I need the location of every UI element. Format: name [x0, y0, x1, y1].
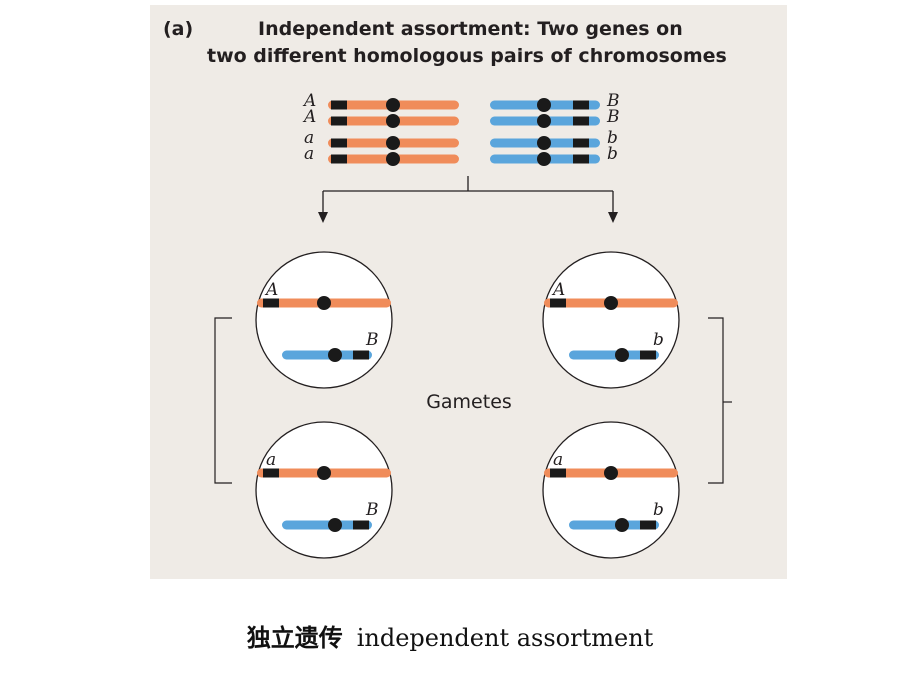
gamete-1-orange-chromosome [257, 296, 391, 310]
arrow-left-head [318, 212, 328, 223]
bracket-right [708, 317, 724, 484]
gamete-1-blue-chromosome [282, 348, 372, 362]
gamete-2-blue-chromosome-arm [282, 520, 372, 530]
gamete-4-orange-allele: a [553, 450, 563, 470]
blue-chromosome-3-centromere [537, 136, 551, 150]
parent-allele-right-3: b [607, 128, 618, 148]
parent-allele-right-1: B [606, 91, 620, 111]
gamete-2-blue-chromosome-centromere [328, 518, 342, 532]
caption: 独立遗传 independent assortment [0, 618, 900, 653]
orange-chromosome-1 [328, 98, 459, 112]
blue-chromosome-1-gene-band [573, 100, 589, 110]
gamete-3-orange-chromosome-centromere [604, 296, 618, 310]
parent-allele-left-3: a [304, 128, 314, 148]
gamete-2-blue-chromosome-gene-band [353, 520, 369, 530]
cell-membrane [542, 421, 680, 559]
blue-chromosome-4 [490, 152, 600, 166]
gamete-2-blue-allele: B [365, 500, 379, 520]
cell-membrane [255, 421, 393, 559]
orange-chromosome-1-centromere [386, 98, 400, 112]
orange-chromosome-2-gene-band [331, 116, 347, 126]
orange-chromosome-1-gene-band [331, 100, 347, 110]
gamete-2-orange-chromosome-centromere [317, 466, 331, 480]
parent-allele-right-2: B [606, 107, 620, 127]
orange-chromosome-3-centromere [386, 136, 400, 150]
cell-membrane [255, 251, 393, 389]
gamete-brackets [214, 317, 732, 484]
gamete-1-orange-chromosome-gene-band [263, 298, 279, 308]
parent-allele-right-4: b [607, 144, 618, 164]
gamete-1-blue-chromosome-centromere [328, 348, 342, 362]
gamete-4-blue-allele: b [653, 500, 664, 520]
panel-label: (a) [163, 18, 193, 40]
blue-chromosome-1-centromere [537, 98, 551, 112]
orange-chromosome-4-gene-band [331, 154, 347, 164]
gamete-1-orange-chromosome-centromere [317, 296, 331, 310]
gamete-1-blue-chromosome-gene-band [353, 350, 369, 360]
gamete-2-orange-chromosome-gene-band [263, 468, 279, 478]
gamete-3-blue-chromosome-arm [569, 350, 659, 360]
arrow-right-head [608, 212, 618, 223]
figure-panel: (a) Independent assortment: Two genes on… [150, 5, 787, 579]
gamete-4-orange-chromosome [544, 466, 678, 480]
gamete-4-blue-chromosome-arm [569, 520, 659, 530]
gamete-2-orange-allele: a [266, 450, 276, 470]
gamete-4-blue-chromosome-gene-band [640, 520, 656, 530]
orange-chromosome-2-centromere [386, 114, 400, 128]
caption-english: independent assortment [356, 624, 654, 652]
gamete-4-orange-chromosome-centromere [604, 466, 618, 480]
gamete-2-blue-chromosome [282, 518, 372, 532]
gamete-2-orange-chromosome [257, 466, 391, 480]
blue-chromosome-3-gene-band [573, 138, 589, 148]
parent-allele-labels: A A a a B B b b [302, 91, 620, 164]
gamete-cells [255, 251, 680, 559]
orange-chromosome-4 [328, 152, 459, 166]
orange-chromosome-2 [328, 114, 459, 128]
blue-chromosome-2-centromere [537, 114, 551, 128]
orange-chromosome-3 [328, 136, 459, 150]
title-line-2: two different homologous pairs of chromo… [207, 45, 727, 67]
gamete-cell-1 [255, 251, 393, 389]
blue-chromosome-2-gene-band [573, 116, 589, 126]
orange-chromosome-3-gene-band [331, 138, 347, 148]
title-line-1: Independent assortment: Two genes on [258, 18, 683, 40]
blue-chromosome-3 [490, 136, 600, 150]
parent-chromosomes [328, 98, 600, 166]
gamete-cell-4 [542, 421, 680, 559]
gamete-3-orange-allele: A [551, 280, 565, 300]
caption-chinese: 独立遗传 [246, 623, 343, 652]
division-arrows [318, 176, 618, 223]
cell-membrane [542, 251, 680, 389]
gamete-3-blue-allele: b [653, 330, 664, 350]
gamete-4-blue-chromosome-centromere [615, 518, 629, 532]
assortment-diagram: (a) Independent assortment: Two genes on… [163, 18, 732, 559]
gamete-1-orange-allele: A [264, 280, 278, 300]
gamete-cell-2 [255, 421, 393, 559]
orange-chromosome-4-centromere [386, 152, 400, 166]
gamete-1-blue-allele: B [365, 330, 379, 350]
gamete-cell-3 [542, 251, 680, 389]
parent-allele-left-1: A [302, 91, 316, 111]
blue-chromosome-2 [490, 114, 600, 128]
blue-chromosome-4-centromere [537, 152, 551, 166]
gamete-3-orange-chromosome [544, 296, 678, 310]
parent-allele-left-4: a [304, 144, 314, 164]
bracket-left [214, 317, 232, 484]
gamete-3-orange-chromosome-gene-band [550, 298, 566, 308]
gamete-1-blue-chromosome-arm [282, 350, 372, 360]
gamete-3-blue-chromosome [569, 348, 659, 362]
parent-allele-left-2: A [302, 107, 316, 127]
gamete-4-blue-chromosome [569, 518, 659, 532]
blue-chromosome-1 [490, 98, 600, 112]
gamete-4-orange-chromosome-gene-band [550, 468, 566, 478]
gamete-allele-labels: A B a B A b a b [264, 280, 664, 520]
blue-chromosome-4-gene-band [573, 154, 589, 164]
gamete-3-blue-chromosome-gene-band [640, 350, 656, 360]
gametes-label: Gametes [426, 391, 512, 413]
gamete-3-blue-chromosome-centromere [615, 348, 629, 362]
